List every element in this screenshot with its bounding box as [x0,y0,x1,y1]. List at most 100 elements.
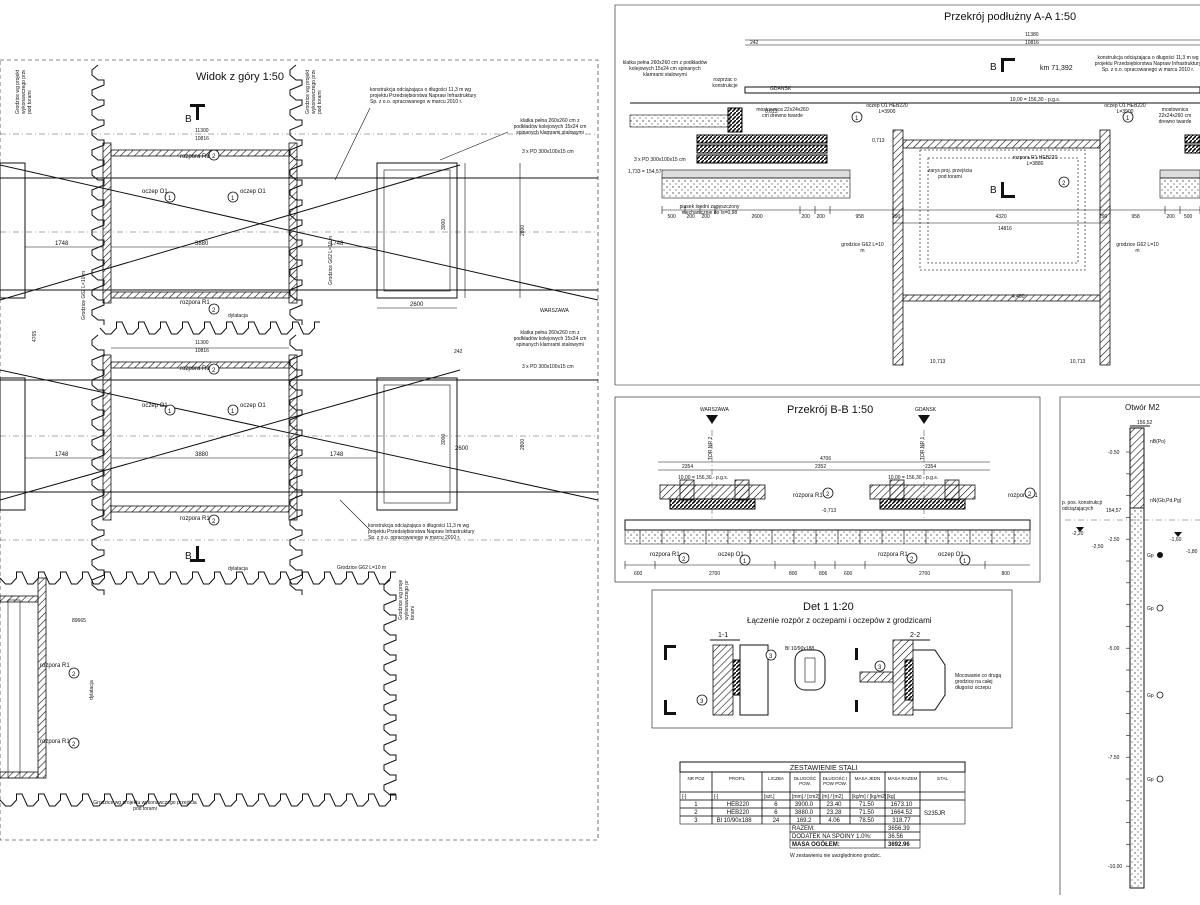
steel-table: ZESTAWIENIE STALI NR POZ[-]PROFIL[-]LICZ… [679,761,966,859]
level-label: 1,733 = 154,57 [628,169,662,175]
table-cell: 169.2 [797,818,813,824]
direction-label: GDANSK [770,86,792,92]
dim-label: 89665 [72,618,86,624]
soil-label: Gp [1147,777,1154,783]
table-unit: [szt.] [764,794,775,800]
table-header: LICZBA [768,776,784,781]
zarys-label: zarys proj. przejścia pod torami [928,168,972,180]
rozpora-label: rozpora R1 [180,366,210,372]
table-unit: [-] [714,794,719,800]
section-marker-b: B [185,546,205,562]
position-marker [227,404,239,416]
rozpora-label: rozpora R1 [793,493,823,499]
strut-beam [110,505,290,513]
dylatacja-label: dylatacja [228,566,248,572]
plate-section [794,649,826,691]
svg-text:2: 2 [212,519,216,525]
svg-text:2: 2 [910,557,914,563]
dim-label: 958 [1132,214,1141,220]
waling-beam [37,577,47,779]
table-sum-label: MASA OGÓŁEM: [792,840,840,848]
waling-beam [102,354,112,521]
svg-text:2: 2 [212,368,216,374]
position-marker [1058,176,1070,188]
dim-label: 2600 [752,214,763,220]
rozpora-label: rozpora R1 HEB220 L=3880 [1013,155,1058,167]
table-cell: 78.50 [859,818,875,824]
pd-label: 3 x PD 300x100x15 cm [634,157,686,163]
dim-label: 4706 [820,456,831,462]
konstrukcja-label: konstrukcja odciążająca o długości 11,3 … [368,523,474,541]
dim-label: 200 [817,214,826,220]
sheet-pile [1099,129,1111,366]
rozprzac-label: rozprzac o konstrukcje [712,77,737,89]
svg-text:B: B [990,185,997,196]
detail-1: Det 1 1:20 Łączenie rozpór z oczepami i … [651,589,1013,729]
table-sum-value: 3692.96 [888,842,910,848]
dylatacja-label: dylatacja [89,680,95,700]
oczep-label: oczep O1 [142,189,168,195]
water-level: -1,60 [1170,537,1182,543]
table-unit: [kg/m] / [kg/m2] [852,794,887,800]
level-label: 10,713 [930,359,946,365]
rozpora-label: rozpora R1 [40,663,70,669]
dim-label: 1748 [330,241,344,247]
svg-text:1: 1 [855,116,859,122]
svg-text:2: 2 [212,308,216,314]
waling-beam [102,142,112,304]
strut-beam [0,771,39,779]
dim-label: 600 [634,571,643,577]
track-structure-left [659,479,766,510]
svg-text:2: 2 [682,557,686,563]
dim-label: 200 [802,214,811,220]
table-unit: [kg] [887,794,896,800]
table-cell: 1 [694,802,698,808]
section-1-1-label: 1-1 [718,632,728,639]
dim-label: 2352 [815,464,826,470]
sheet-pile-label: grodzice G62 L=10 m [841,242,883,254]
dim-label: 3880 [195,452,209,458]
dim-label: 500 [668,214,677,220]
oczep-label: oczep O1 [240,403,266,409]
sheet-pile-label: grodzice G62 L=10 m [1116,242,1158,254]
table-header: MASA JEDN [854,776,881,781]
section-a-a-title: Przekrój podłużny A-A 1:50 [944,11,1076,23]
brace [0,369,461,501]
dim-label: 200 [687,214,696,220]
dim-label: 2700 [919,571,930,577]
table-cell: 1673.10 [891,802,913,808]
sample-marker [1157,552,1163,558]
sheet-pile-label: Grodzice G62 L=10 m [337,565,386,571]
level-label: 10,713 [1070,359,1086,365]
section-a-a: Przekrój podłużny A-A 1:50 11380 10816 2… [614,4,1200,386]
level-label: 0,613 [765,109,778,115]
svg-text:2: 2 [72,742,76,748]
depth-label: -7.50 [1108,755,1120,761]
ground [629,114,731,128]
svg-text:1: 1 [231,196,235,202]
svg-text:2: 2 [212,154,216,160]
table-cell: 1664.52 [891,810,913,816]
table-cell: Bl 10/90x188 [717,818,753,824]
grodzice-label: Grodzice wg projektu wykonawczego przejś… [398,580,416,620]
brace [0,369,599,501]
position-marker [164,191,176,203]
track-label: TOR NR 1 [920,437,926,460]
level-label: 10,00 = 156,30 - p.g.s. [1010,97,1060,103]
piasek-label: piasek średni zagęszczony mechanicznie d… [680,204,740,216]
sheet-pile-wall-right-lower [383,579,397,800]
dim-label: 242 [750,40,759,46]
table-cell: 2 [694,810,698,816]
svg-text:B: B [990,62,997,73]
pd-label: 3 x PD 300x100x15 cm [522,364,574,370]
table-cell: 23.28 [827,810,843,816]
steel-grade: S235JR [924,811,946,817]
svg-text:1: 1 [231,409,235,415]
top-view-title: Widok z góry 1:50 [196,71,284,83]
soil-label: Gp [1147,606,1154,612]
dim-label: 200 [702,214,711,220]
dim-label: 290 [892,214,901,220]
